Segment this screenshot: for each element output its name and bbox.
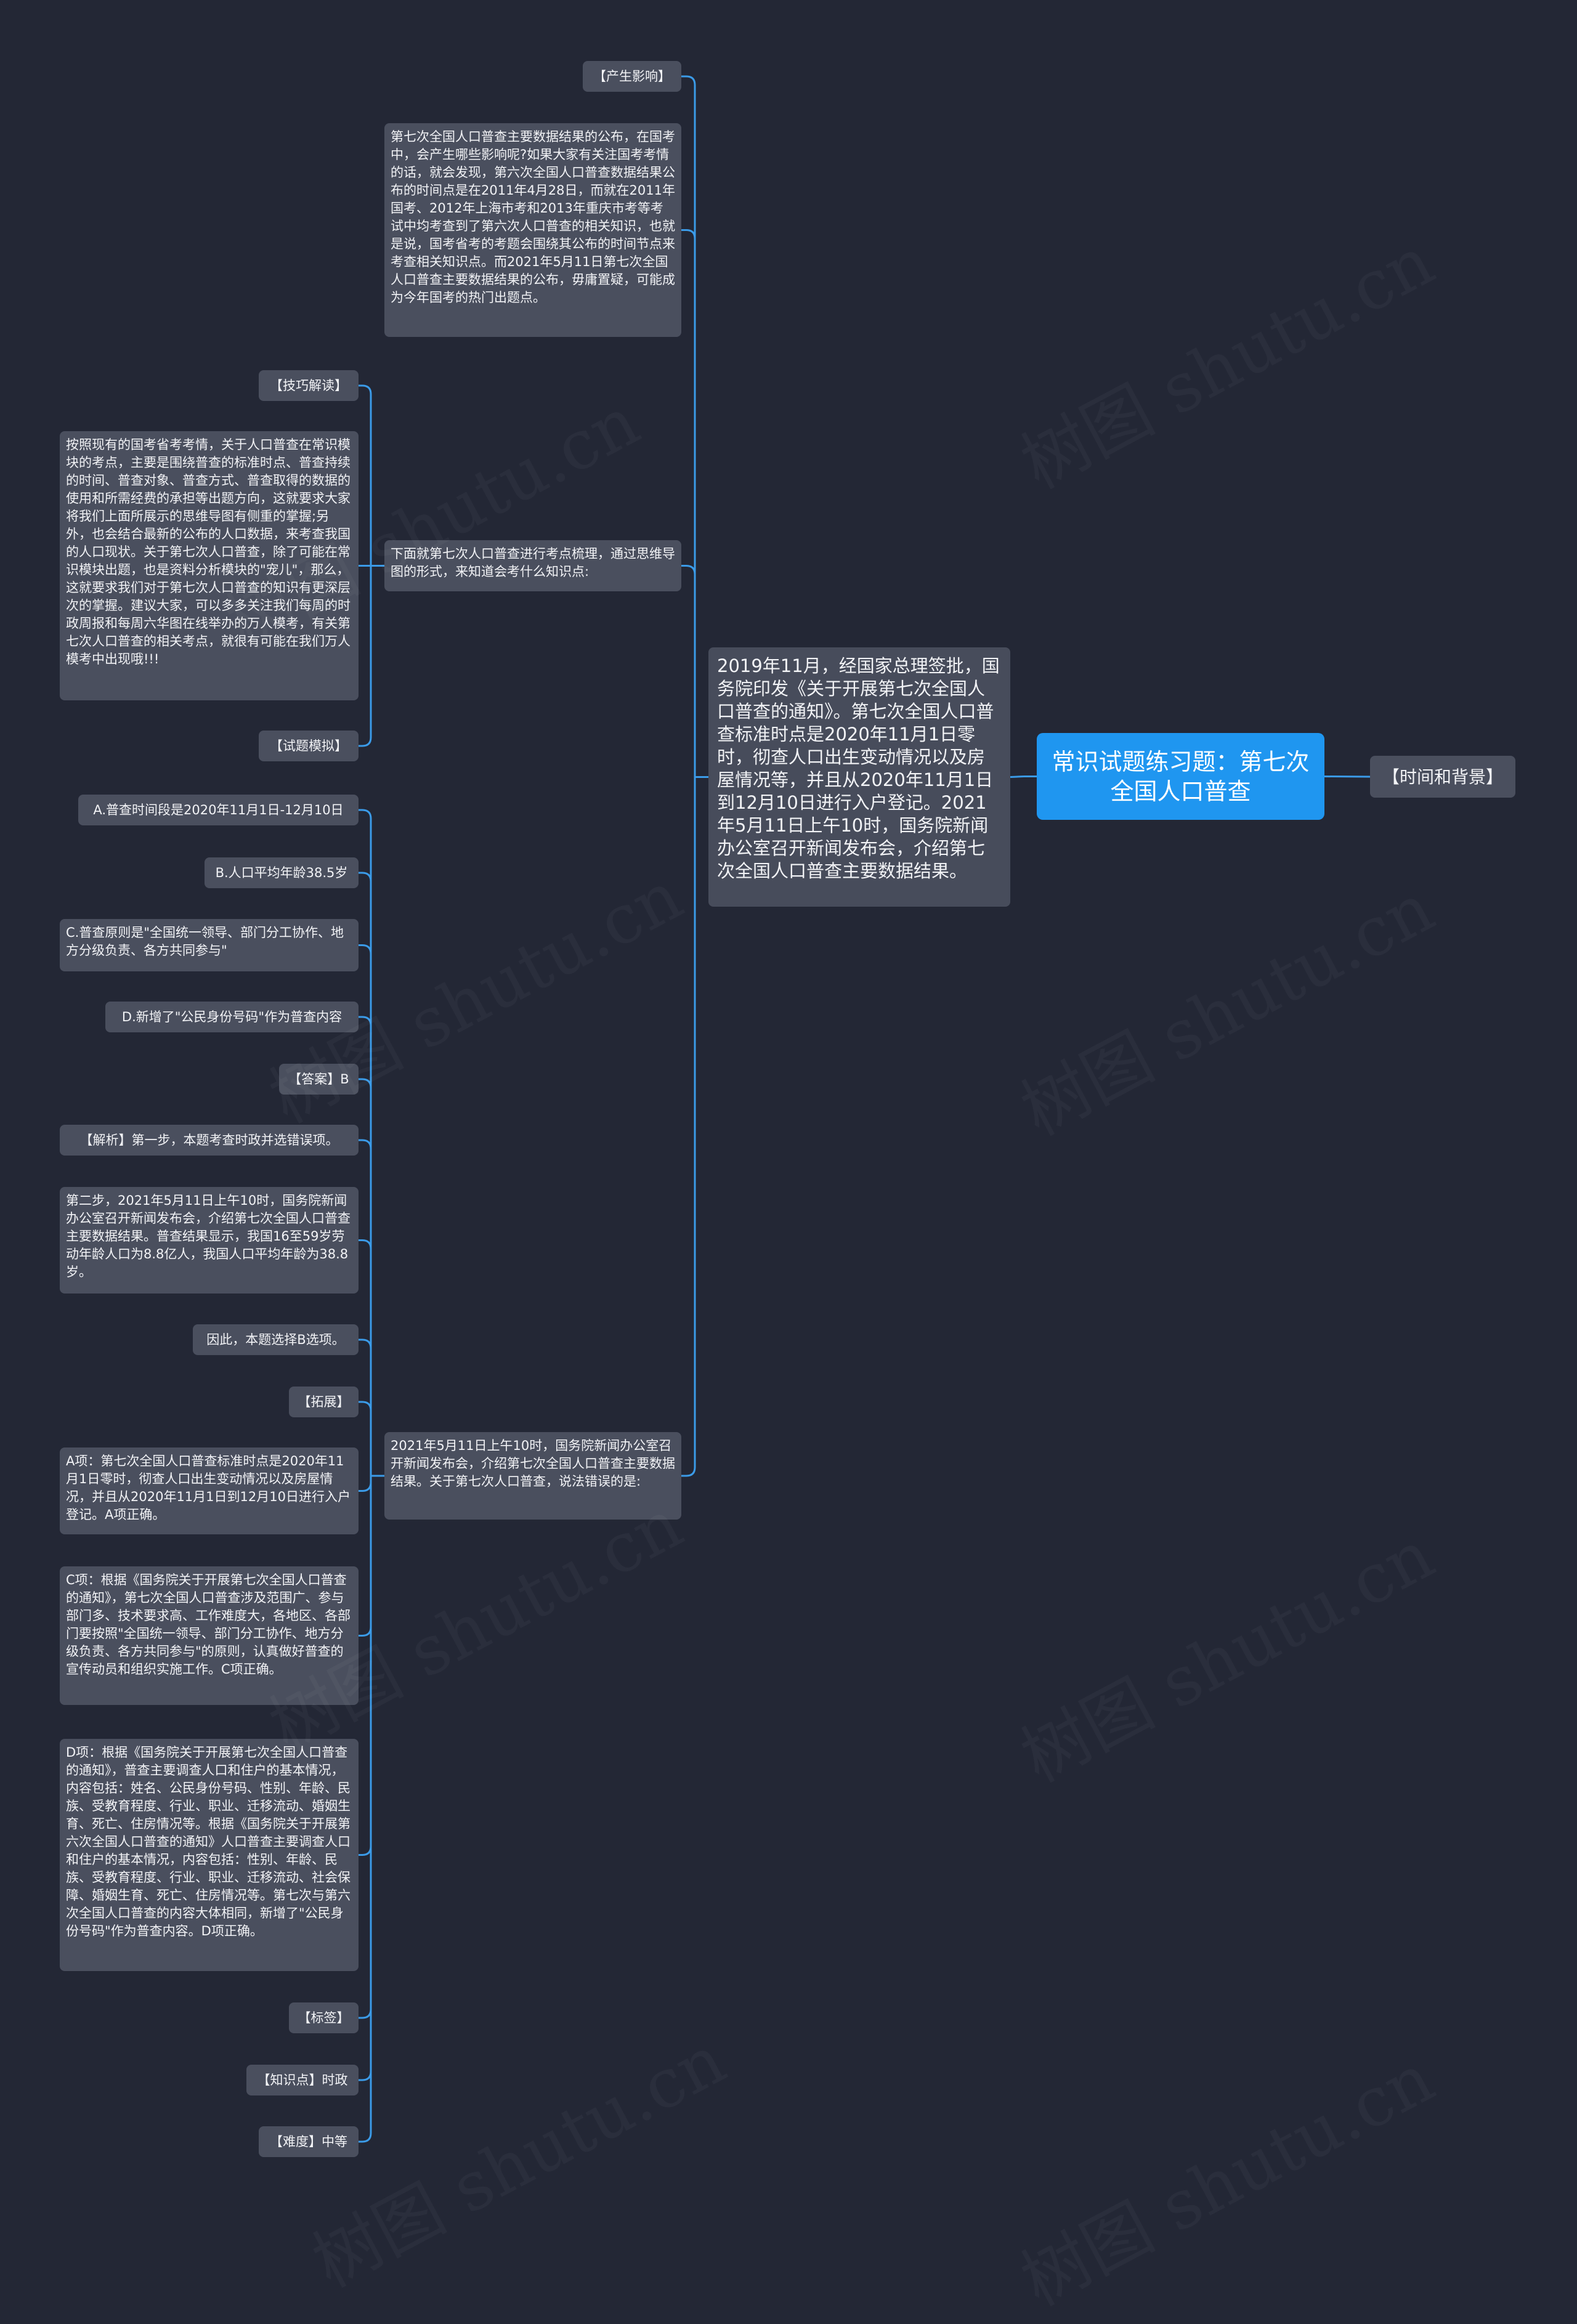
question-link-10 [359, 1476, 372, 1637]
question-link-0 [359, 809, 372, 1476]
main-link-1 [681, 229, 696, 777]
mindmap-link-2 [359, 565, 372, 747]
answer-node[interactable]: 【答案】B [279, 1064, 359, 1095]
question-link-4 [359, 1078, 372, 1476]
skill-title-node[interactable]: 【技巧解读】 [259, 370, 359, 401]
question-link-6 [359, 1239, 372, 1476]
difficulty-node[interactable]: 【难度】中等 [259, 2126, 359, 2157]
extension-d-node[interactable]: D项：根据《国务院关于开展第七次全国人口普查的通知》，普查主要调查人口和住户的基… [60, 1739, 359, 1971]
option-c-node[interactable]: C.普查原则是"全国统一领导、部门分工协作、地方分级负责、各方共同参与" [60, 919, 359, 971]
question-link-2 [359, 944, 372, 1476]
background-summary-node[interactable]: 2019年11月，经国家总理签批，国务院印发《关于开展第七次全国人口普查的通知》… [708, 647, 1010, 907]
question-link-1 [359, 872, 372, 1476]
analysis-step1-node[interactable]: 【解析】第一步，本题考查时政并选错误项。 [60, 1125, 359, 1156]
mindmap-canvas: 常识试题练习题：第七次全国人口普查 【时间和背景】 2019年11月，经国家总理… [60, 61, 1515, 2157]
question-link-13 [359, 1476, 372, 2081]
question-stem-node[interactable]: 2021年5月11日上午10时，国务院新闻办公室召开新闻发布会，介绍第七次全国人… [384, 1432, 681, 1520]
root-topic[interactable]: 常识试题练习题：第七次全国人口普查 [1037, 733, 1324, 820]
knowledge-point-node[interactable]: 【知识点】时政 [246, 2065, 359, 2095]
extension-c-node[interactable]: C项：根据《国务院关于开展第七次全国人口普查的通知》，第七次全国人口普查涉及范围… [60, 1566, 359, 1705]
influence-text-node[interactable]: 第七次全国人口普查主要数据结果的公布，在国考中，会产生哪些影响呢?如果大家有关注… [384, 123, 681, 337]
skill-text-node[interactable]: 按照现有的国考省考考情，关于人口普查在常识模块的考点，主要是围绕普查的标准时点、… [60, 431, 359, 700]
mindmap-link-0 [359, 384, 372, 566]
influence-title-node[interactable]: 【产生影响】 [583, 61, 681, 92]
question-link-8 [359, 1401, 372, 1476]
question-link-5 [359, 1139, 372, 1476]
question-link-11 [359, 1476, 372, 1856]
mindmap-intro-node[interactable]: 下面就第七次人口普查进行考点梳理，通过思维导图的形式，来知道会考什么知识点: [384, 540, 681, 591]
main-link-3 [681, 777, 696, 1477]
extension-a-node[interactable]: A项：第七次全国人口普查标准时点是2020年11月1日零时，彻查人口出生变动情况… [60, 1447, 359, 1534]
option-a-node[interactable]: A.普查时间段是2020年11月1日-12月10日 [78, 795, 359, 825]
conclusion-node[interactable]: 因此，本题选择B选项。 [193, 1324, 359, 1355]
tags-node[interactable]: 【标签】 [289, 2002, 359, 2033]
question-link-7 [359, 1338, 372, 1476]
mock-question-node[interactable]: 【试题模拟】 [259, 731, 359, 761]
option-d-node[interactable]: D.新增了"公民身份号码"作为普查内容 [105, 1002, 359, 1032]
question-link-14 [359, 1476, 372, 2143]
analysis-step2-node[interactable]: 第二步，2021年5月11日上午10时，国务院新闻办公室召开新闻发布会，介绍第七… [60, 1187, 359, 1294]
question-link-3 [359, 1016, 372, 1476]
option-b-node[interactable]: B.人口平均年龄38.5岁 [205, 857, 359, 888]
question-link-9 [359, 1476, 372, 1492]
main-link-0 [681, 75, 696, 777]
extension-title-node[interactable]: 【拓展】 [289, 1387, 359, 1417]
main-link-2 [681, 565, 696, 777]
question-link-12 [359, 1476, 372, 2019]
time-background-tag[interactable]: 【时间和背景】 [1370, 756, 1515, 798]
